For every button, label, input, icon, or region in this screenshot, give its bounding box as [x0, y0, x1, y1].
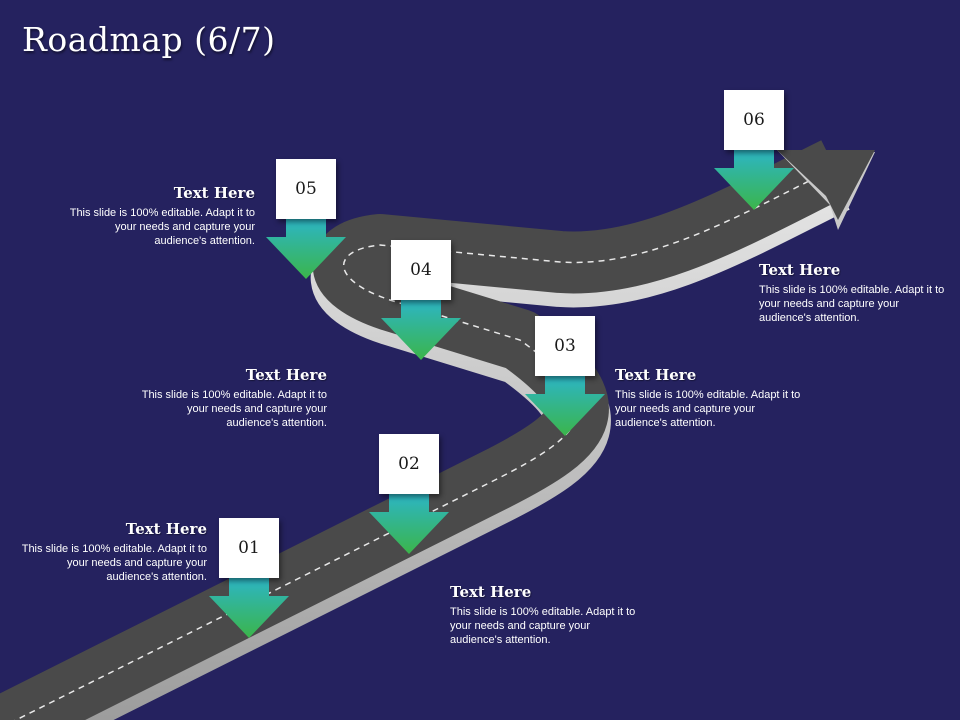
step-description: This slide is 100% editable. Adapt it to… [21, 543, 207, 583]
step-text-02: Text Here This slide is 100% editable. A… [450, 583, 645, 647]
step-text-06: Text Here This slide is 100% editable. A… [759, 261, 954, 325]
step-description: This slide is 100% editable. Adapt it to… [141, 389, 327, 429]
step-description: This slide is 100% editable. Adapt it to… [69, 207, 255, 247]
down-arrow-icon [525, 374, 605, 436]
down-arrow-icon [266, 217, 346, 279]
step-number-06: 06 [724, 90, 784, 150]
step-marker-04: 04 [381, 240, 461, 360]
step-marker-01: 01 [209, 518, 289, 638]
step-marker-06: 06 [714, 90, 794, 210]
step-marker-03: 03 [525, 316, 605, 436]
step-text-05: Text Here This slide is 100% editable. A… [60, 184, 255, 248]
step-marker-02: 02 [369, 434, 449, 554]
step-number-05: 05 [276, 159, 336, 219]
down-arrow-icon [381, 298, 461, 360]
step-number-01: 01 [219, 518, 279, 578]
down-arrow-icon [209, 576, 289, 638]
step-description: This slide is 100% editable. Adapt it to… [759, 284, 945, 324]
slide-title: Roadmap (6/7) [22, 20, 276, 59]
step-text-04: Text Here This slide is 100% editable. A… [132, 366, 327, 430]
step-heading: Text Here [615, 366, 697, 384]
step-number-03: 03 [535, 316, 595, 376]
step-heading: Text Here [245, 366, 327, 384]
step-number-02: 02 [379, 434, 439, 494]
step-description: This slide is 100% editable. Adapt it to… [450, 606, 636, 646]
step-heading: Text Here [125, 520, 207, 538]
step-heading: Text Here [450, 583, 532, 601]
down-arrow-icon [369, 492, 449, 554]
step-heading: Text Here [173, 184, 255, 202]
step-text-03: Text Here This slide is 100% editable. A… [615, 366, 810, 430]
step-marker-05: 05 [266, 159, 346, 279]
step-description: This slide is 100% editable. Adapt it to… [615, 389, 801, 429]
step-number-04: 04 [391, 240, 451, 300]
step-text-01: Text Here This slide is 100% editable. A… [12, 520, 207, 584]
down-arrow-icon [714, 148, 794, 210]
step-heading: Text Here [759, 261, 841, 279]
road-arrowhead [777, 150, 875, 220]
